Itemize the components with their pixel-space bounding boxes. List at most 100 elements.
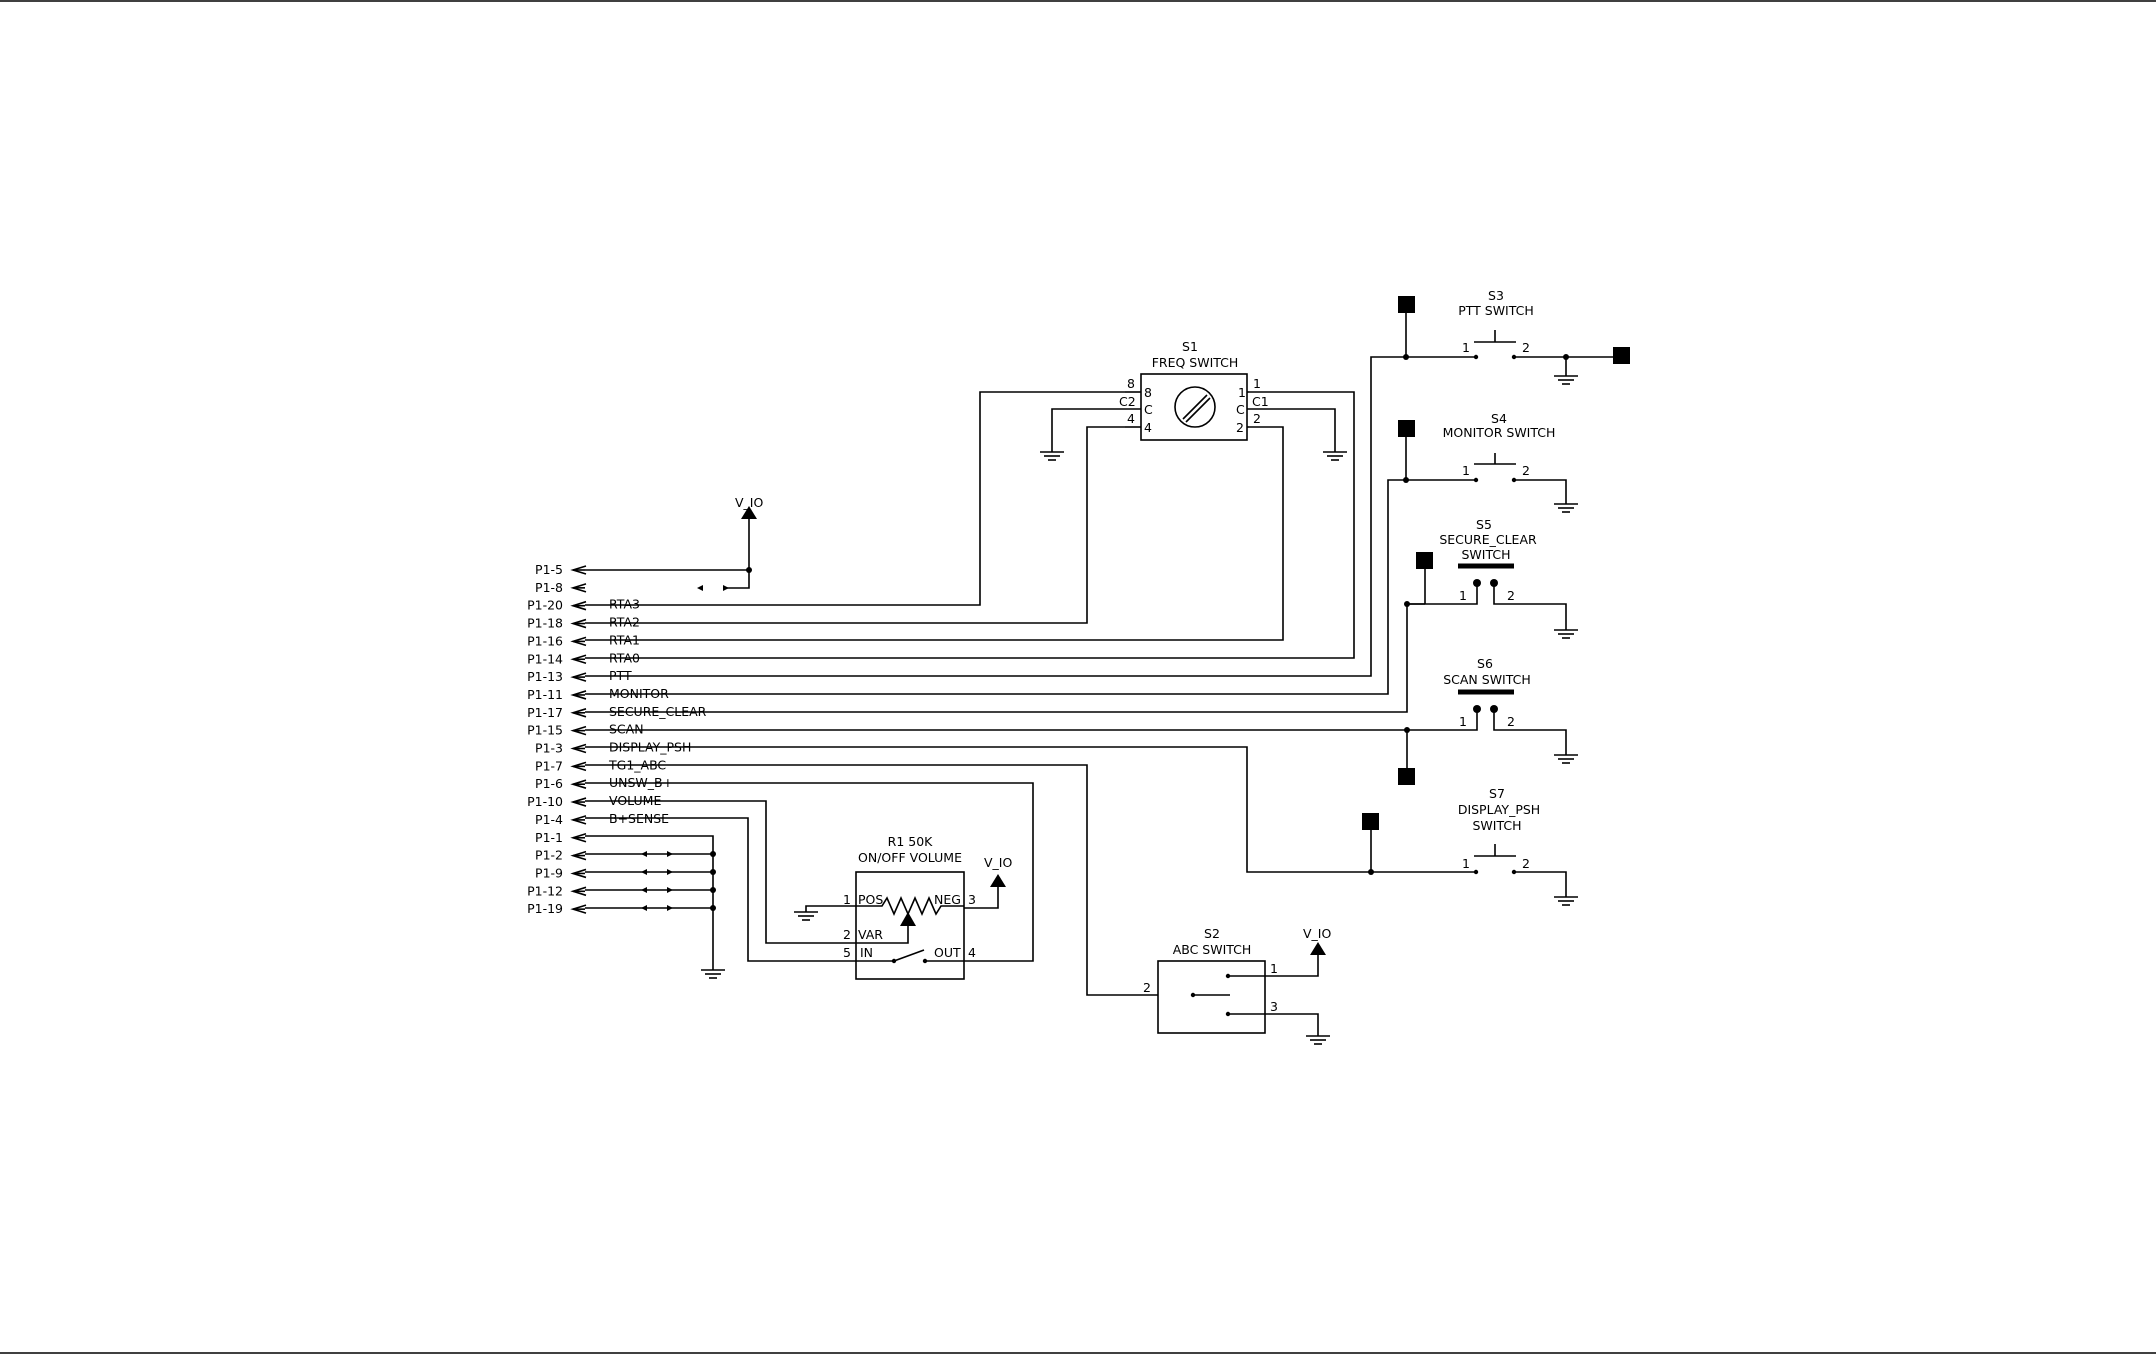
svg-text:1: 1: [843, 892, 851, 907]
svg-text:2: 2: [1507, 588, 1515, 603]
svg-text:2: 2: [1236, 420, 1244, 435]
bidirectional-arrow-icon: [641, 869, 673, 875]
vio-label-2: V_IO: [984, 855, 1012, 870]
pin-label: P1-14: [527, 651, 563, 666]
svg-text:ON/OFF VOLUME: ON/OFF VOLUME: [858, 850, 962, 865]
svg-text:2: 2: [1522, 856, 1530, 871]
svg-text:1: 1: [1462, 463, 1470, 478]
ground-symbols: [701, 375, 1578, 1045]
s7-display-psh-switch: S7 DISPLAY_PSH SWITCH 1 2: [1362, 786, 1567, 897]
svg-text:SWITCH: SWITCH: [1472, 818, 1521, 833]
net-label: SCAN: [609, 722, 644, 737]
ground-icon: [1040, 451, 1064, 461]
wire-p1-1-gnd: [585, 835, 714, 970]
pin-label: P1-17: [527, 705, 563, 720]
r1-body: [855, 871, 965, 980]
s1-name: FREQ SWITCH: [1152, 355, 1239, 370]
svg-text:S3: S3: [1488, 288, 1504, 303]
bidirectional-arrow-icon: [641, 905, 673, 911]
s4-monitor-switch: S4 MONITOR SWITCH 1 2: [1398, 411, 1567, 504]
svg-text:R1 50K: R1 50K: [888, 834, 934, 849]
s4-test-point: [1398, 420, 1415, 437]
s6-scan-switch: S6 SCAN SWITCH 1 2: [1398, 656, 1567, 785]
s2-abc-switch: S2 ABC SWITCH 2 1 3: [1143, 926, 1319, 1036]
svg-text:1: 1: [1462, 856, 1470, 871]
vio-supply-1: V_IO: [735, 495, 763, 519]
connector-pin-row: P1-12: [527, 883, 587, 898]
ground-icon: [1554, 629, 1578, 639]
pin-label: P1-9: [535, 866, 563, 881]
connector-pin-row: P1-1: [535, 830, 587, 845]
connector-pin-row: P1-19: [527, 901, 587, 916]
vio-supply-2: V_IO: [964, 855, 1012, 909]
svg-text:C2: C2: [1119, 394, 1136, 409]
svg-text:OUT: OUT: [934, 945, 961, 960]
ground-icon: [1323, 451, 1347, 461]
svg-text:SWITCH: SWITCH: [1461, 547, 1510, 562]
wire-rta3: [585, 391, 1125, 606]
wire-volume: [585, 800, 856, 944]
svg-text:SCAN SWITCH: SCAN SWITCH: [1443, 672, 1531, 687]
pin-label: P1-7: [535, 758, 563, 773]
wire-tg1-abc: [585, 764, 1158, 996]
s7-test-point: [1362, 813, 1379, 830]
svg-text:1: 1: [1253, 376, 1261, 391]
bidirectional-arrow-icon: [697, 585, 729, 591]
s1-freq-switch: S1 FREQ SWITCH 8 8 C2 C 4 4 1 1 C1 C 2 2: [1051, 339, 1336, 452]
pin-label: P1-1: [535, 830, 563, 845]
bidirectional-arrow-icon: [641, 851, 673, 857]
pin-label: P1-4: [535, 812, 563, 827]
svg-text:S2: S2: [1204, 926, 1220, 941]
svg-text:IN: IN: [860, 945, 873, 960]
ground-icon: [701, 969, 725, 979]
bidirectional-arrows: [641, 585, 729, 911]
pin-label: P1-8: [535, 580, 563, 595]
wire-rta1: [585, 426, 1284, 641]
wire-b-sense: [585, 817, 856, 962]
svg-text:MONITOR SWITCH: MONITOR SWITCH: [1443, 425, 1556, 440]
svg-text:PTT SWITCH: PTT SWITCH: [1458, 303, 1534, 318]
pin-label: P1-10: [527, 794, 563, 809]
s6-test-point: [1398, 768, 1415, 785]
svg-text:2: 2: [1522, 340, 1530, 355]
junction-dots: [710, 354, 1569, 911]
svg-text:1: 1: [1459, 714, 1467, 729]
ground-icon: [1554, 375, 1578, 385]
s1-ref: S1: [1182, 339, 1198, 354]
pin-label: P1-13: [527, 669, 563, 684]
r1-on-off-volume: R1 50K ON/OFF VOLUME 1 POS NEG 3 2 VAR 5…: [805, 834, 976, 980]
net-wires: [585, 356, 1474, 996]
svg-text:1: 1: [1462, 340, 1470, 355]
vio-supply-3: V_IO: [1265, 926, 1331, 977]
pin-label: P1-5: [535, 562, 563, 577]
pin-label: P1-20: [527, 598, 563, 613]
svg-text:POS: POS: [858, 892, 883, 907]
pin-label: P1-16: [527, 633, 563, 648]
pin-label: P1-3: [535, 741, 563, 756]
svg-text:2: 2: [1253, 411, 1261, 426]
ground-icon: [1554, 503, 1578, 513]
svg-text:2: 2: [1507, 714, 1515, 729]
vio-label-1: V_IO: [735, 495, 763, 510]
ground-icon: [1306, 1035, 1330, 1045]
svg-text:2: 2: [1522, 463, 1530, 478]
s1-rotary-knob: [1174, 386, 1216, 428]
svg-text:3: 3: [1270, 999, 1278, 1014]
svg-text:C: C: [1144, 402, 1153, 417]
pin-label: P1-12: [527, 883, 563, 898]
ground-icon: [1554, 754, 1578, 764]
wire-rta2: [585, 426, 1125, 624]
wire-monitor: [585, 479, 1474, 695]
s5-test-point: [1416, 552, 1433, 569]
wire-display-psh: [585, 746, 1474, 873]
ground-icon: [1554, 896, 1578, 906]
connector-pin-row: P1-8: [535, 580, 587, 595]
s3-ptt-switch: S3 PTT SWITCH 1 2: [1398, 288, 1630, 376]
pin-label: P1-6: [535, 776, 563, 791]
s2-body: [1157, 960, 1266, 1034]
svg-text:5: 5: [843, 945, 851, 960]
